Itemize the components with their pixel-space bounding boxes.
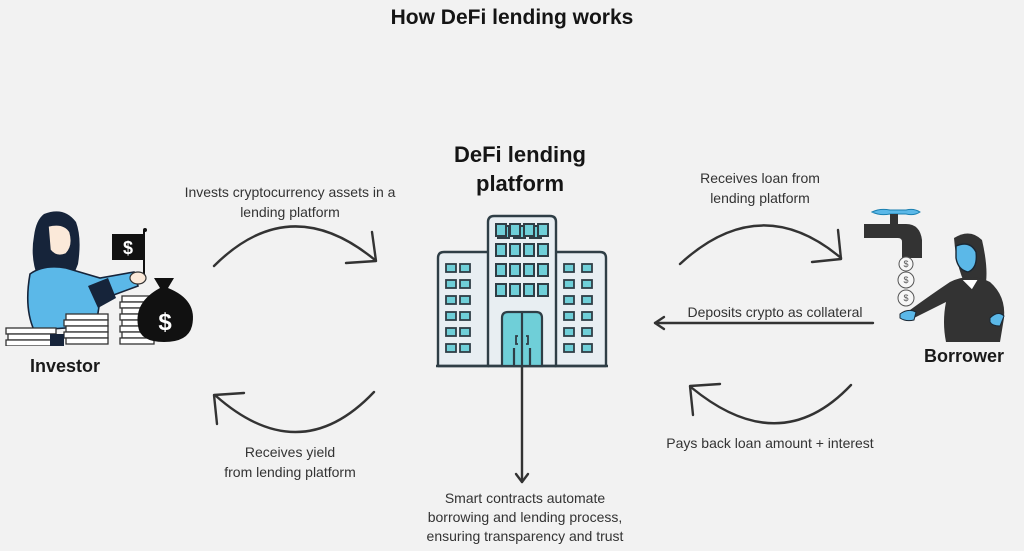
diagram-title: How DeFi lending works [390, 6, 634, 29]
wing-window [445, 327, 457, 337]
wing-window [445, 311, 457, 321]
tower-window [523, 243, 535, 257]
smart-contracts-label: Smart contracts automate borrowing and l… [395, 489, 655, 546]
tower-window [523, 223, 535, 237]
invest-label-line2: lending platform [240, 204, 340, 220]
wing-window [581, 279, 593, 289]
wing-window [563, 279, 575, 289]
wing-window [459, 311, 471, 321]
smart-contracts-line3: ensuring transparency and trust [426, 528, 624, 544]
svg-text:$: $ [903, 259, 908, 269]
borrower-with-faucet-icon: $ $ $ [864, 208, 1005, 342]
wing-window [459, 279, 471, 289]
wing-window [563, 295, 575, 305]
tower-window [509, 263, 521, 277]
yield-label-line2: from lending platform [224, 464, 356, 480]
wing-window [581, 295, 593, 305]
platform-title-line1: DeFi lending [454, 142, 586, 167]
tower-window [537, 263, 549, 277]
wing-window [581, 263, 593, 273]
loan-label-line1: Receives loan from [700, 170, 820, 186]
tower-window [495, 263, 507, 277]
smart-contracts-line1: Smart contracts automate [444, 490, 606, 506]
wing-window [445, 263, 457, 273]
tower-window [537, 243, 549, 257]
wing-window [563, 263, 575, 273]
wing-window [459, 327, 471, 337]
repay-label: Pays back loan amount + interest [640, 433, 900, 453]
loan-label: Receives loan from lending platform [660, 168, 860, 208]
tower-window [495, 223, 507, 237]
yield-label-line1: Receives yield [244, 444, 336, 460]
tower-window [509, 243, 521, 257]
wing-window [581, 311, 593, 321]
loan-arrow [678, 224, 843, 266]
repay-arrow [688, 382, 853, 425]
wing-window [459, 343, 471, 353]
invest-arrow [212, 225, 378, 268]
yield-arrow [212, 390, 376, 434]
tower-window [523, 283, 535, 297]
investor-with-coins-icon: $ $ [5, 211, 193, 346]
tower-window [523, 263, 535, 277]
tower-window [495, 283, 507, 297]
wing-window [563, 343, 575, 353]
repay-label-line1: Pays back loan amount + interest [666, 435, 874, 451]
invest-label: Invests cryptocurrency assets in a lendi… [160, 182, 420, 222]
invest-label-line1: Invests cryptocurrency assets in a [184, 184, 396, 200]
wing-window [445, 295, 457, 305]
platform-title-line2: platform [476, 171, 564, 196]
tower-window [509, 223, 521, 237]
yield-label: Receives yield from lending platform [180, 442, 400, 482]
collateral-label: Deposits crypto as collateral [660, 302, 890, 322]
loan-label-line2: lending platform [710, 190, 810, 206]
svg-text:$: $ [158, 309, 172, 336]
tower-window [537, 283, 549, 297]
svg-text:$: $ [903, 293, 908, 303]
smart-contracts-line2: borrowing and lending process, [427, 509, 623, 525]
tower-window [495, 243, 507, 257]
wing-window [563, 311, 575, 321]
borrower-label: Borrower [924, 346, 1005, 366]
platform-title: DeFi lending platform [420, 140, 620, 198]
investor-label: Investor [30, 356, 101, 376]
wing-window [563, 327, 575, 337]
svg-text:$: $ [903, 275, 908, 285]
wing-window [581, 327, 593, 337]
wing-window [445, 343, 457, 353]
collateral-arrow [653, 315, 875, 331]
wing-window [445, 279, 457, 289]
collateral-label-line1: Deposits crypto as collateral [687, 304, 863, 320]
tower-window [509, 283, 521, 297]
tower-window [537, 223, 549, 237]
wing-window [459, 263, 471, 273]
smart-contract-arrow [514, 364, 530, 484]
wing-window [581, 343, 593, 353]
office-building-icon [436, 214, 608, 368]
wing-window [459, 295, 471, 305]
svg-text:$: $ [123, 238, 133, 258]
